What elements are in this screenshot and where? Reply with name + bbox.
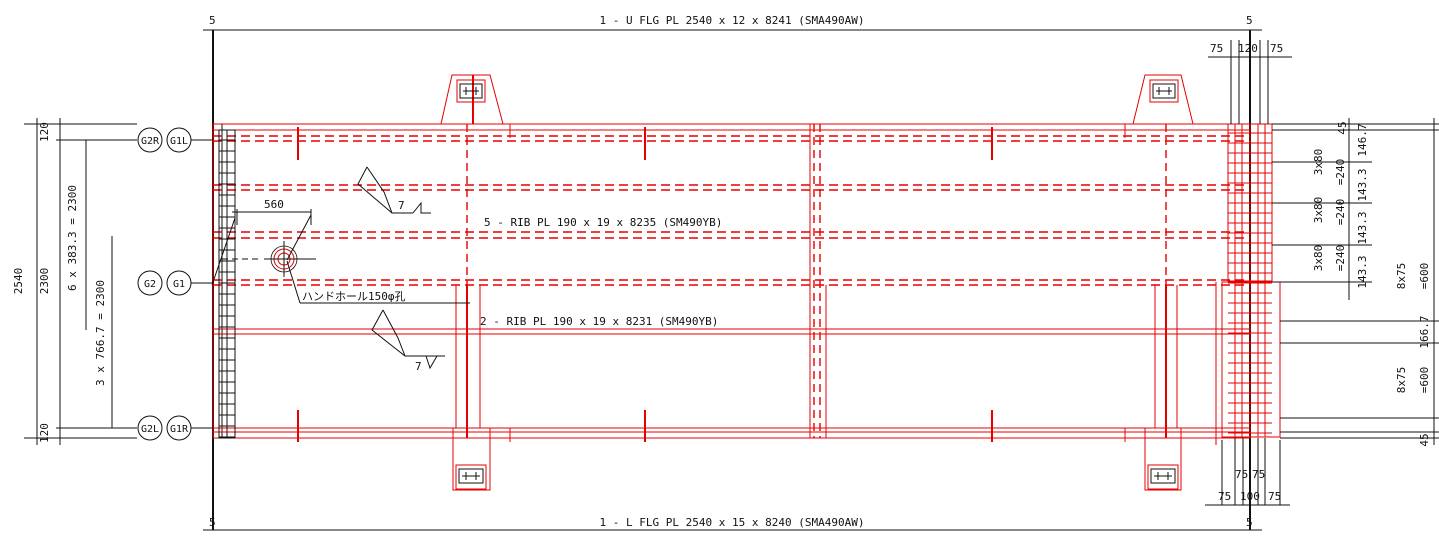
splice-bot-inner-left: 75 (1235, 468, 1248, 481)
handhole (211, 209, 470, 304)
lug-bottom-left (452, 427, 491, 491)
weld-top-size: 7 (398, 199, 405, 212)
label-g1r: G1R (170, 424, 189, 435)
dim-end-right-top: 5 (1246, 14, 1253, 27)
dim-right-240-a: =240 (1334, 159, 1347, 186)
splice-bot-left: 75 (1218, 490, 1231, 503)
lug-bottom-right (1144, 427, 1182, 491)
dim-right-146-7: 146.7 (1356, 123, 1369, 156)
bubble-g1l (166, 127, 192, 153)
dim-right-8x75-b: 8x75 (1395, 367, 1408, 394)
weld-symbol-top (357, 166, 431, 214)
dim-right-3x80-b: 3x80 (1312, 197, 1325, 224)
dim-right-600-a: =600 (1418, 263, 1431, 290)
splice-bot-inner-right: 75 (1252, 468, 1265, 481)
label-g1l: G1L (170, 136, 188, 147)
dim-bottom-edge: 120 (38, 423, 51, 443)
stiffener-ticks (297, 124, 1126, 442)
label-g2r: G2R (141, 136, 160, 147)
lower-flange-label: 1 - L FLG PL 2540 x 15 x 8240 (SMA490AW) (600, 516, 865, 529)
splice-top-right: 75 (1270, 42, 1283, 55)
dim-right-143-3-c: 143.3 (1356, 255, 1369, 288)
label-g1: G1 (173, 279, 185, 290)
cross-beams (455, 75, 1178, 438)
right-dimension-lines (1272, 118, 1439, 445)
handhole-label: ハンドホール150φ孔 (302, 290, 406, 303)
lug-top-left (440, 74, 504, 125)
weld-symbol-bottom (371, 309, 445, 370)
bubble-g1 (166, 270, 192, 296)
rib-upper-label: 5 - RIB PL 190 x 19 x 8235 (SM490YB) (484, 216, 722, 229)
dim-right-3x80-a: 3x80 (1312, 149, 1325, 176)
splice-top-mid: 120 (1238, 42, 1258, 55)
splice-bot-mid: 100 (1240, 490, 1260, 503)
dim-right-240-c: =240 (1334, 245, 1347, 272)
dim-top-edge: 120 (38, 122, 51, 142)
right-splice (1205, 40, 1292, 506)
handhole-offset: 560 (264, 198, 284, 211)
splice-top-left: 75 (1210, 42, 1223, 55)
left-bolt-ladder (218, 129, 236, 439)
dim-right-143-3-b: 143.3 (1356, 211, 1369, 244)
upper-flange-label: 1 - U FLG PL 2540 x 12 x 8241 (SMA490AW) (600, 14, 865, 27)
weld-bottom-size: 7 (415, 360, 422, 373)
dim-end-right-bottom: 5 (1246, 516, 1253, 529)
dim-right-45-top: 45 (1336, 121, 1349, 134)
dim-end-left-bottom: 5 (209, 516, 216, 529)
dim-end-left-top: 5 (209, 14, 216, 27)
left-dimension-lines (24, 118, 213, 445)
lug-top-right (1132, 74, 1194, 125)
rib-lower-label: 2 - RIB PL 190 x 19 x 8231 (SM490YB) (480, 315, 718, 328)
dim-right-240-b: =240 (1334, 199, 1347, 226)
dim-right-143-3-a: 143.3 (1356, 168, 1369, 201)
label-g2: G2 (144, 279, 156, 290)
label-g2l: G2L (141, 424, 159, 435)
girder-bubbles (137, 127, 192, 441)
dim-right-45-bottom: 45 (1418, 433, 1431, 446)
bubble-g2r (137, 127, 163, 153)
dim-width-inner: 2300 (38, 268, 51, 295)
dim-right-3x80-c: 3x80 (1312, 245, 1325, 272)
splice-bot-right: 75 (1268, 490, 1281, 503)
bubble-g2 (137, 270, 163, 296)
bubble-g1r (166, 415, 192, 441)
flange-plate (212, 123, 1251, 439)
lower-ribs (213, 328, 1250, 335)
dim-width-total: 2540 (12, 268, 25, 295)
dim-right-8x75-a: 8x75 (1395, 263, 1408, 290)
upper-ribs (213, 135, 1250, 286)
bubble-g2l (137, 415, 163, 441)
dim-right-166-7: 166.7 (1418, 315, 1431, 348)
dim-right-600-b: =600 (1418, 367, 1431, 394)
dim-upper-rib-spacing: 6 x 383.3 = 2300 (66, 185, 79, 291)
dim-lower-rib-spacing: 3 x 766.7 = 2300 (94, 280, 107, 386)
